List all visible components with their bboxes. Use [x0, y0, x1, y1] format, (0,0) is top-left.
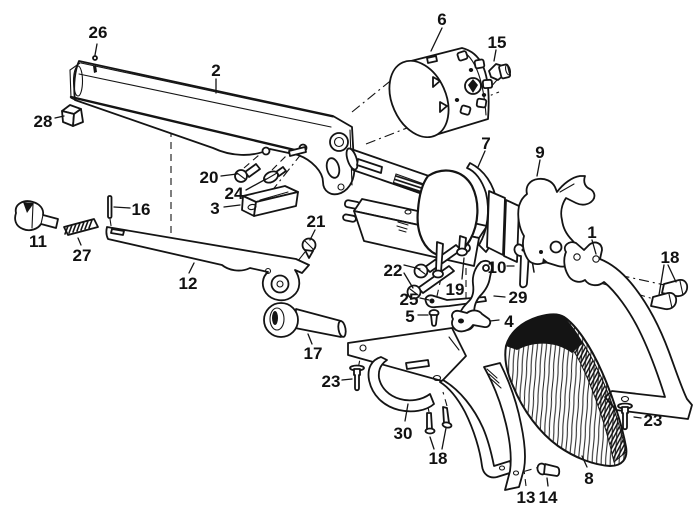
part-label-11: 11 — [29, 232, 47, 251]
part-label-3: 3 — [210, 199, 219, 218]
part-label-7: 7 — [481, 134, 490, 153]
part-label-26: 26 — [89, 23, 108, 42]
part-label-28: 28 — [34, 112, 53, 131]
front-strap-drawing — [483, 362, 526, 491]
part-label-29: 29 — [509, 288, 528, 307]
part-label-13: 13 — [517, 488, 536, 507]
backstrap-screws-drawing — [617, 278, 689, 431]
callout-leader-lines — [54, 27, 677, 487]
barrel-wedge-drawing — [241, 185, 299, 217]
part-label-12: 12 — [179, 274, 198, 293]
barrel-screws-drawing — [234, 163, 317, 259]
part-label-20: 20 — [200, 168, 219, 187]
backstrap-drawing — [563, 241, 693, 420]
latch-pin-drawing — [107, 195, 113, 219]
part-label-5: 5 — [405, 307, 414, 326]
lever-latch-drawing — [14, 200, 59, 232]
grip-panel-drawing — [504, 313, 628, 468]
barrel-drawing — [69, 60, 356, 196]
latch-spring-drawing — [63, 218, 99, 236]
plunger-drawing — [263, 302, 347, 338]
part-label-23-right: 23 — [644, 411, 663, 430]
part-label-22: 22 — [384, 261, 403, 280]
spring-screw-drawing — [428, 309, 440, 327]
guard-screws-drawing — [349, 364, 561, 477]
trigger-guard-drawing — [347, 327, 514, 479]
part-label-21: 21 — [307, 212, 326, 231]
part-label-1: 1 — [587, 223, 596, 242]
part-label-17: 17 — [304, 344, 323, 363]
cylinder-drawing — [388, 47, 494, 139]
part-label-10: 10 — [488, 258, 507, 277]
frame-drawing — [342, 147, 520, 267]
sight-pin-drawing — [92, 55, 98, 61]
hammer-drawing — [517, 175, 596, 268]
part-label-4: 4 — [504, 312, 514, 331]
part-label-6: 6 — [437, 10, 446, 29]
part-label-14: 14 — [539, 488, 558, 507]
bolt-drawing — [451, 309, 492, 333]
part-label-9: 9 — [535, 143, 544, 162]
nipple-drawing — [488, 63, 512, 81]
loading-lever-drawing — [105, 226, 310, 302]
part-label-27: 27 — [73, 246, 92, 265]
part-label-15: 15 — [488, 33, 507, 52]
part-label-18-right: 18 — [661, 248, 680, 267]
wedge-key-drawing — [61, 104, 84, 127]
part-label-18-bottom: 18 — [429, 449, 448, 468]
callout-labels: 26 2 6 15 28 20 24 3 21 16 11 27 12 17 7… — [29, 10, 679, 507]
part-label-8: 8 — [584, 469, 593, 488]
part-label-19: 19 — [446, 280, 465, 299]
part-label-25: 25 — [400, 290, 419, 309]
part-label-30: 30 — [394, 424, 413, 443]
part-label-23-left: 23 — [322, 372, 341, 391]
part-label-2: 2 — [211, 61, 220, 80]
frame-screws-drawing — [406, 235, 468, 300]
part-label-16: 16 — [132, 200, 151, 219]
part-label-24: 24 — [225, 184, 244, 203]
